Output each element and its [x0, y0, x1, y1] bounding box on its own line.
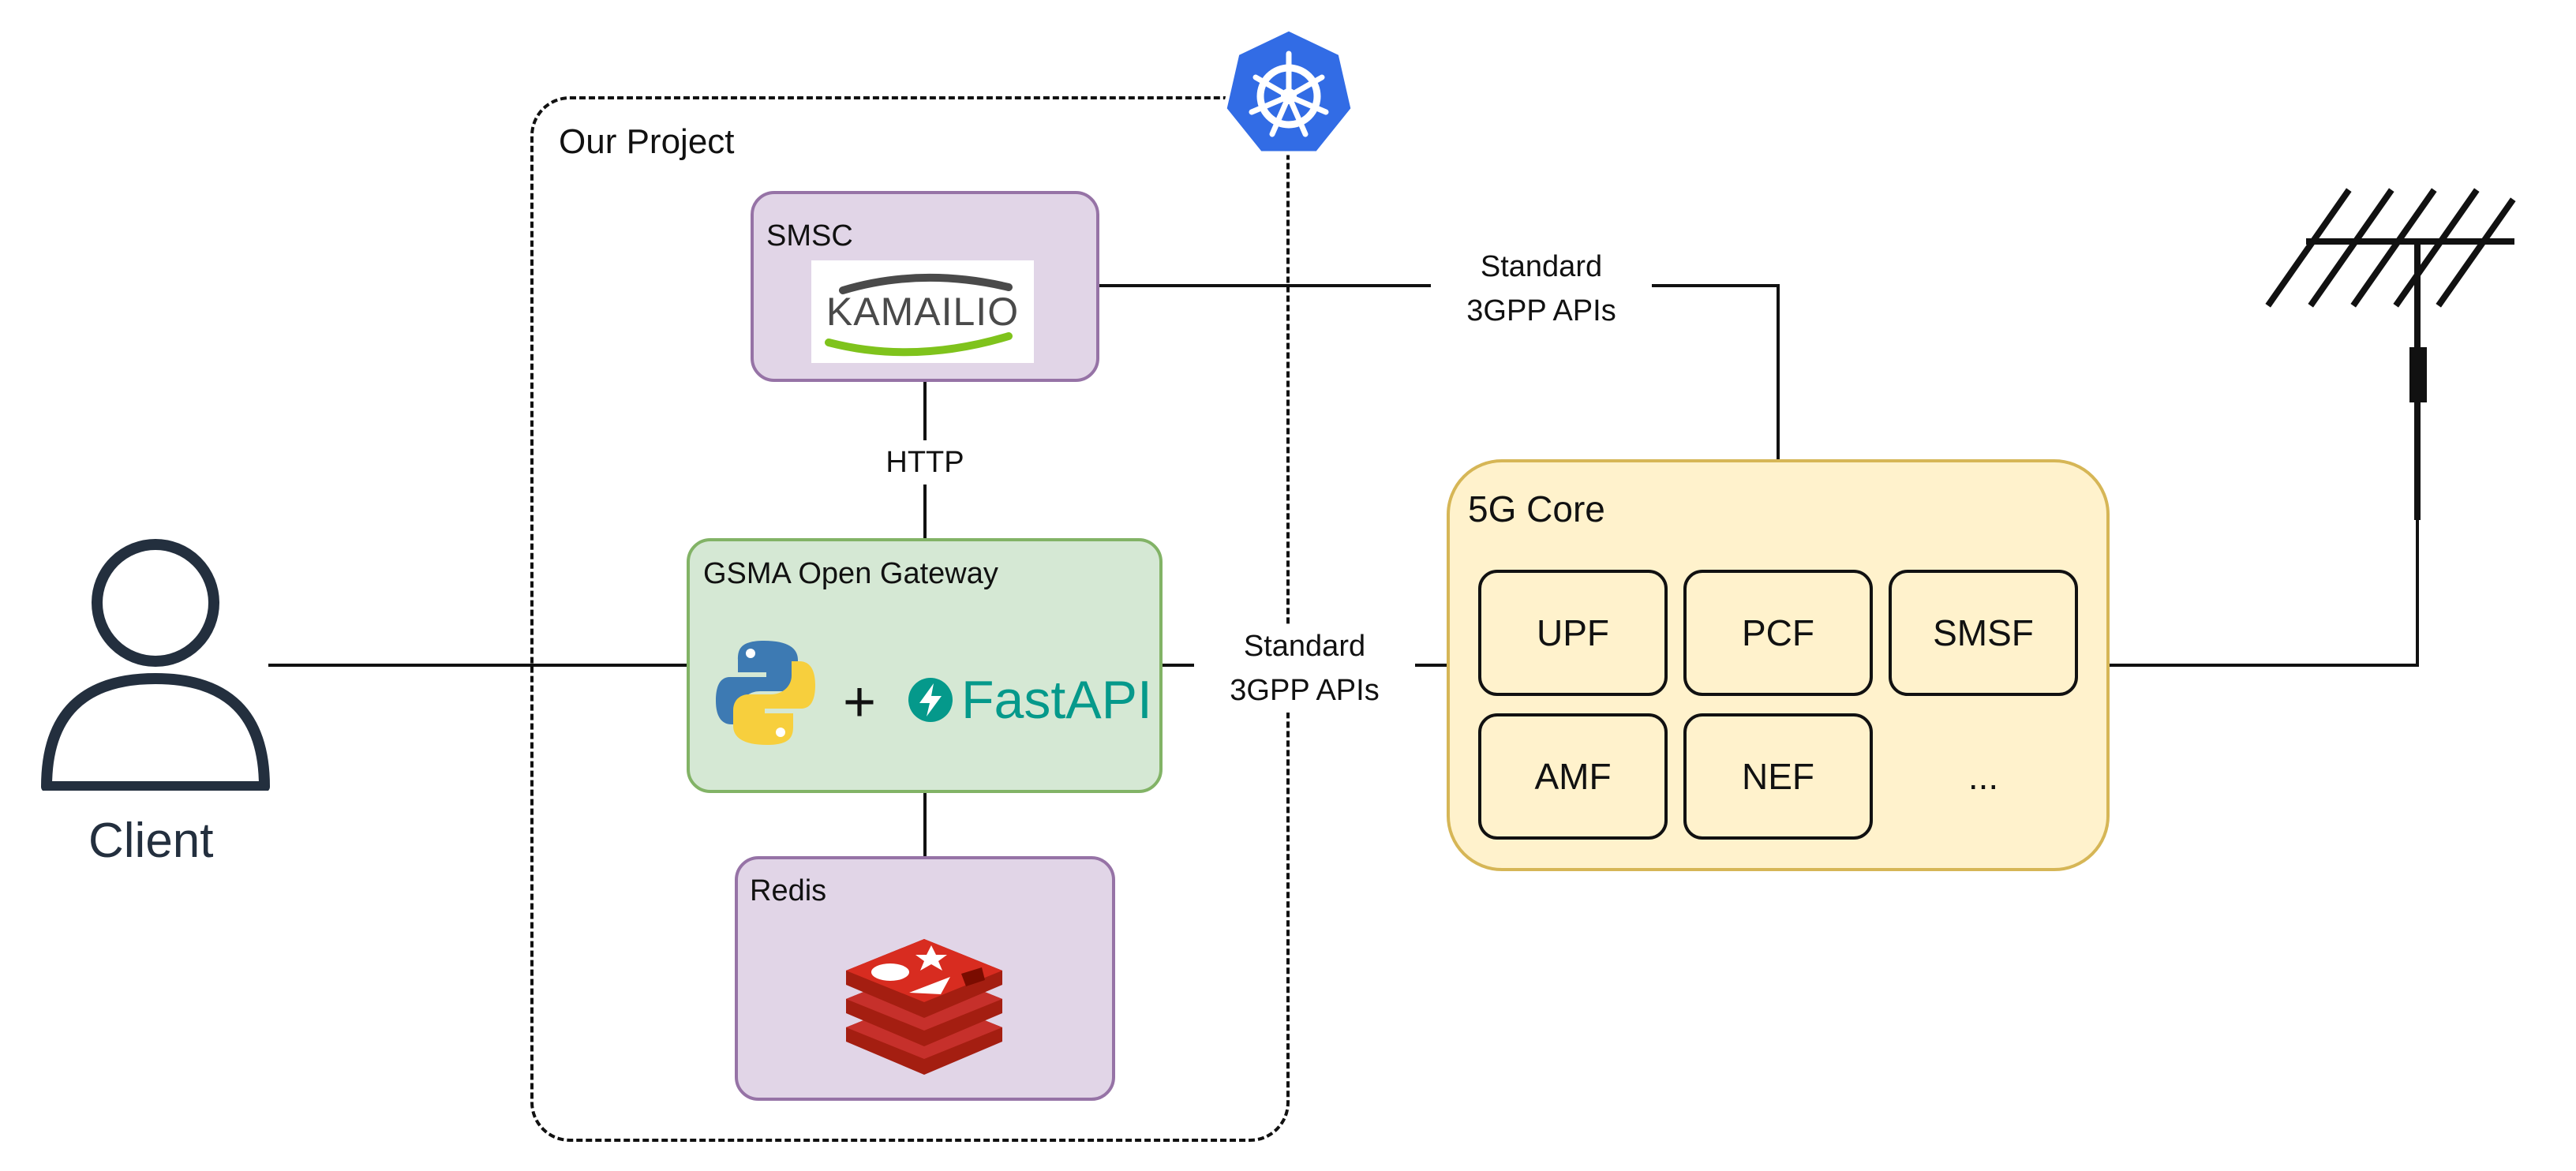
edge-smsc-core — [1099, 284, 1780, 459]
core-function-nef: NEF — [1683, 713, 1873, 840]
edge-label-gateway-core: Standard 3GPP APIs — [1194, 624, 1415, 713]
kamailio-logo: KAMAILIO — [811, 260, 1034, 363]
core-label: 5G Core — [1468, 488, 1605, 529]
core-function-pcf: PCF — [1683, 570, 1873, 696]
edge-label-http: HTTP — [876, 440, 974, 484]
fastapi-logo — [908, 677, 953, 723]
gateway-label: GSMA Open Gateway — [703, 557, 998, 590]
edge-label-smsc-core: Standard 3GPP APIs — [1431, 245, 1652, 333]
core-function-upf: UPF — [1478, 570, 1668, 696]
edge-label-gateway-core-line1: Standard — [1243, 630, 1366, 663]
redis-logo — [843, 939, 1005, 1077]
client-person-icon — [41, 538, 270, 792]
edge-label-smsc-core-line2: 3GPP APIs — [1466, 294, 1616, 327]
redis-label: Redis — [750, 874, 827, 907]
kamailio-logo-text: KAMAILIO — [826, 290, 1020, 334]
kubernetes-icon — [1222, 25, 1356, 159]
core-function-smsf: SMSF — [1889, 570, 2078, 696]
antenna-icon — [2257, 181, 2518, 529]
core-function-more: ... — [1968, 756, 1999, 797]
our-project-label: Our Project — [559, 122, 735, 161]
edge-label-smsc-core-line1: Standard — [1480, 250, 1603, 283]
smsc-label: SMSC — [766, 219, 853, 253]
client-label: Client — [88, 814, 214, 868]
python-logo — [714, 636, 817, 754]
plus-sign: + — [843, 671, 877, 734]
fastapi-text: FastAPI — [961, 670, 1152, 730]
edge-label-gateway-core-line2: 3GPP APIs — [1230, 674, 1380, 707]
edge-core-antenna — [2110, 517, 2419, 667]
core-function-amf: AMF — [1478, 713, 1668, 840]
our-project-group — [530, 96, 1290, 1142]
